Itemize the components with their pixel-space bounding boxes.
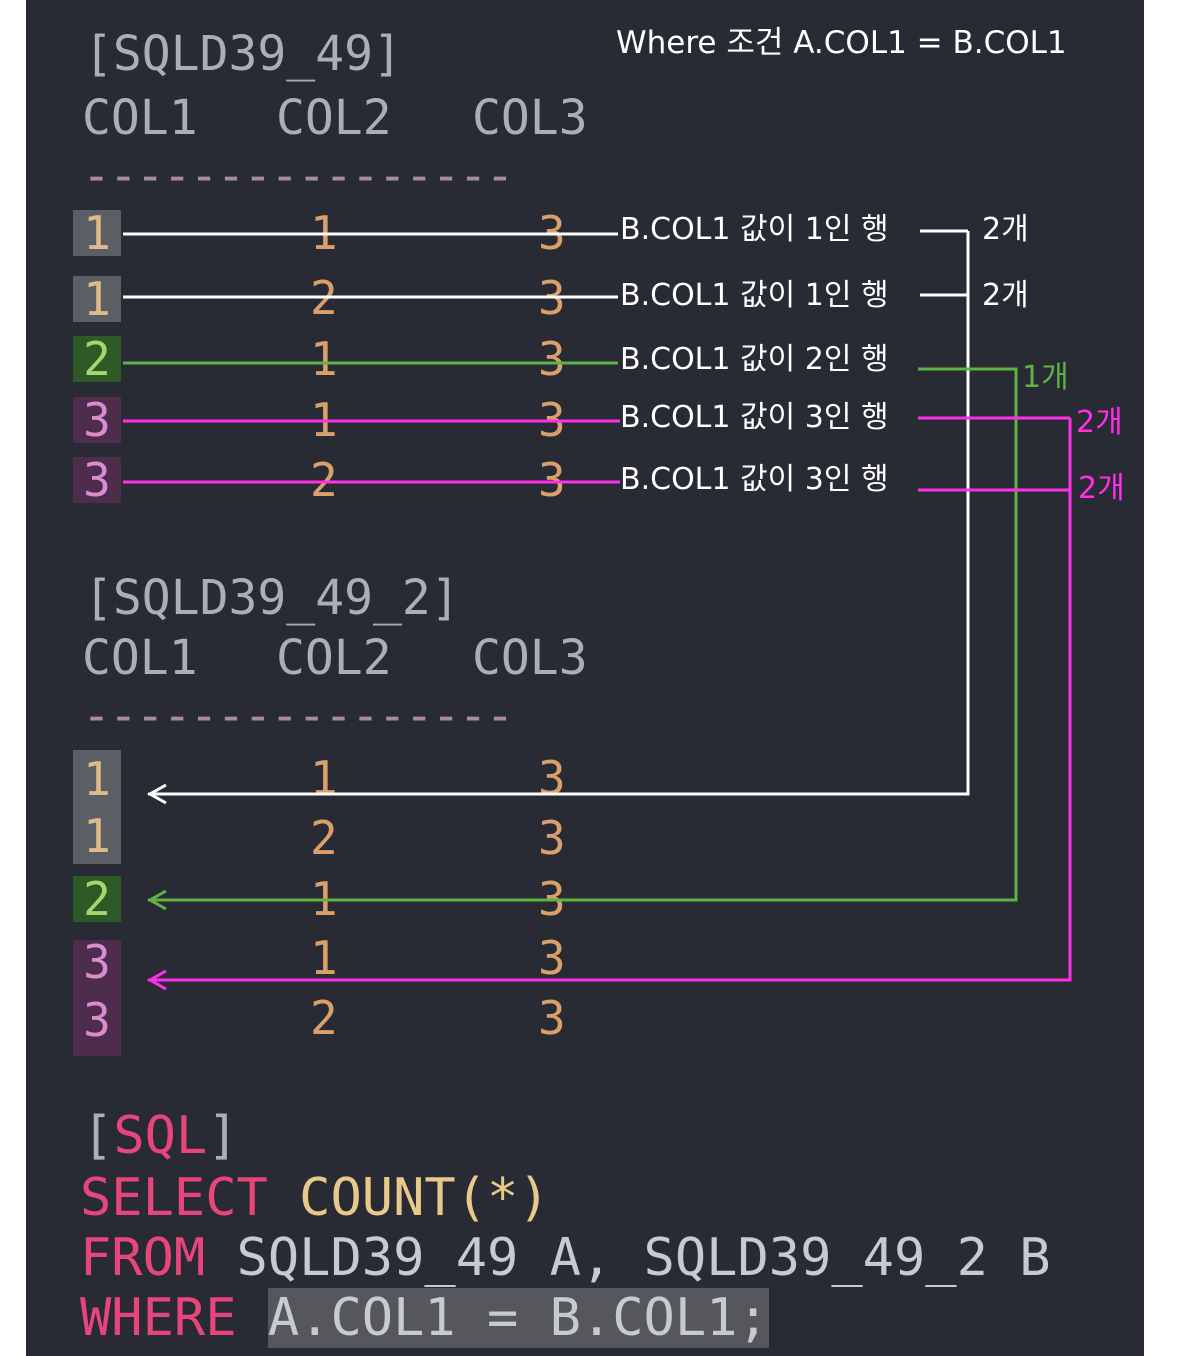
count-row4: 2개 [1076,405,1123,440]
green-bracket [148,367,1018,902]
white-arrowhead [146,783,167,805]
count-row2: 2개 [982,278,1029,313]
table-a-col3-header: COL3 [472,90,588,146]
where-condition-note: Where 조건 A.COL1 = B.COL1 [616,25,1067,61]
annotation-row3: B.COL1 값이 2인 행 [620,342,889,377]
table-a-row1-col1: 1 [73,210,121,256]
table-b-row4-col2: 1 [310,931,338,985]
table-a-name: [SQLD39_49] [84,26,402,82]
table-b-row2-col2: 2 [310,811,338,865]
sql-where-line: WHERE A.COL1 = B.COL1; [80,1288,769,1348]
table-b-row1-col2: 1 [310,751,338,805]
from-keyword: FROM [80,1228,206,1288]
table-b-name: [SQLD39_49_2] [84,570,460,626]
table-a-row5-col3: 3 [538,453,566,507]
annotation-row2: B.COL1 값이 1인 행 [620,278,889,313]
table-b-row4-col3: 3 [538,931,566,985]
from-tables: SQLD39_49 A, SQLD39_49_2 B [236,1228,1051,1288]
table-b-row2-col3: 3 [538,811,566,865]
table-a-row3-col1: 2 [73,336,121,382]
table-a-row4-col1: 3 [73,397,121,443]
table-a-separator: ---------------- [82,148,514,204]
table-a-row2-col1: 1 [73,276,121,322]
count-row1: 2개 [982,212,1029,247]
diagram-canvas: Where 조건 A.COL1 = B.COL1 [SQLD39_49] COL… [26,0,1144,1356]
annotation-row5: B.COL1 값이 3인 행 [620,462,889,497]
count-row3: 1개 [1022,360,1069,395]
table-b-row1-col1: 1 [73,750,121,808]
table-b-row3-col1: 2 [73,876,121,922]
sql-from-line: FROM SQLD39_49 A, SQLD39_49_2 B [80,1228,1051,1288]
select-keyword: SELECT [80,1168,268,1228]
magenta-arrowhead [146,969,167,991]
where-keyword: WHERE [80,1288,237,1348]
white-bracket [148,231,970,796]
table-b-separator: ---------------- [82,688,514,744]
table-b-col2-header: COL2 [276,630,392,686]
connector-lines [123,229,1072,991]
table-a-row3-col2: 1 [310,332,338,386]
count-function: COUNT(*) [299,1168,550,1228]
sql-label: [SQL] [82,1106,239,1166]
annotation-row4: B.COL1 값이 3인 행 [620,400,889,435]
table-b-row5-col3: 3 [538,991,566,1045]
table-b-col1-header: COL1 [82,630,198,686]
table-b-row4-col1: 3 [73,939,121,998]
table-a-col1-header: COL1 [82,90,198,146]
table-b-row1-col3: 3 [538,751,566,805]
table-b-row5-col2: 2 [310,991,338,1045]
table-a-row5-col2: 2 [310,453,338,507]
table-b-row5-col1: 3 [73,997,121,1056]
green-arrowhead [146,889,167,911]
table-a-row3-col3: 3 [538,332,566,386]
magenta-bracket [148,418,1072,982]
sql-select-line: SELECT COUNT(*) [80,1168,550,1228]
table-a-row5-col1: 3 [73,457,121,503]
annotation-row1: B.COL1 값이 1인 행 [620,212,889,247]
sql-label-text: SQL [113,1106,208,1166]
count-row5: 2개 [1078,471,1125,506]
table-b-col3-header: COL3 [472,630,588,686]
table-b-row2-col1: 1 [73,808,121,864]
where-condition: A.COL1 = B.COL1; [267,1288,769,1348]
table-a-col2-header: COL2 [276,90,392,146]
